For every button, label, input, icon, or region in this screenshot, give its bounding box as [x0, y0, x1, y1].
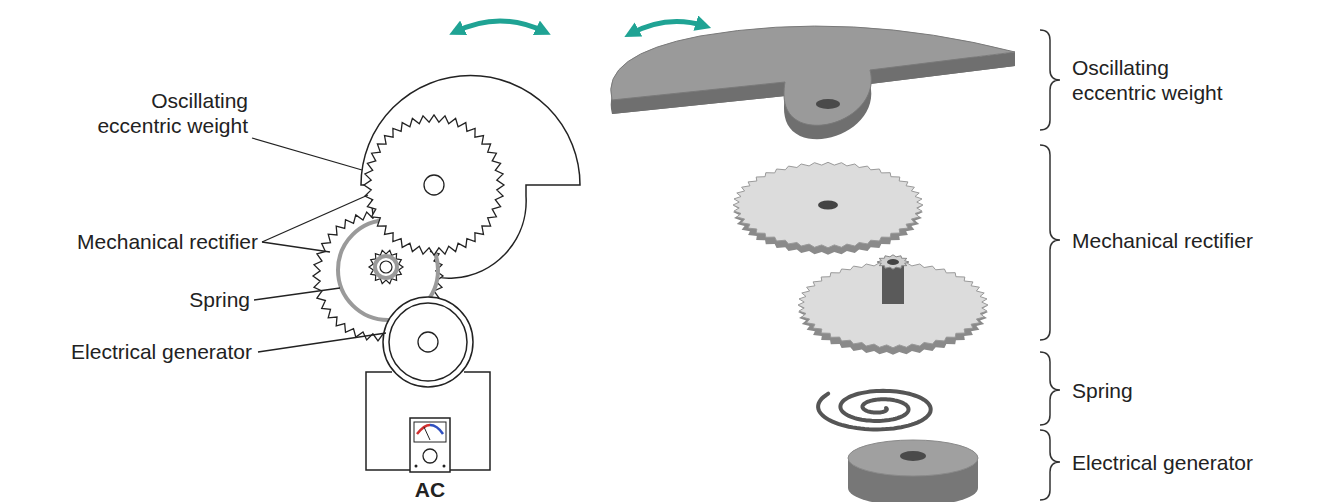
meter-scale: [430, 425, 443, 434]
spring-spiral: [818, 391, 931, 430]
meter-dial: [414, 422, 446, 442]
rectifier-gear: [364, 115, 504, 255]
part-label: Oscillating eccentric weight: [1072, 55, 1237, 105]
rectifier-gear: [798, 262, 988, 348]
weight-pivot: [816, 99, 840, 109]
eccentric-weight: [611, 26, 1015, 125]
pinion-gear: [877, 255, 909, 269]
group-brace: [1040, 430, 1060, 500]
leader-line: [254, 288, 340, 300]
gear-hole: [887, 259, 899, 265]
part-label: Mechanical rectifier: [0, 229, 258, 254]
leader-line: [258, 333, 386, 352]
generator-top: [848, 440, 978, 476]
pinion-gear: [369, 250, 403, 283]
meter-terminal: [443, 465, 446, 468]
group-brace: [1040, 30, 1060, 130]
meter-terminal: [415, 465, 418, 468]
gear-axle: [424, 175, 444, 195]
part-label: Spring: [1072, 378, 1272, 403]
gear-hole: [818, 201, 838, 210]
signal-label: AC: [400, 477, 460, 502]
generator-outline: [383, 297, 473, 387]
rectifier-gear: [733, 162, 923, 248]
part-label: Spring: [100, 287, 250, 312]
leader-line: [262, 242, 330, 252]
group-brace: [1040, 352, 1060, 425]
meter-knob: [423, 449, 437, 463]
generator-rotor: [389, 303, 467, 381]
generator-axle: [418, 332, 438, 352]
generator-axle: [900, 451, 926, 461]
oscillation-arrow: [455, 21, 545, 32]
group-brace: [1040, 145, 1060, 340]
spring-ring: [375, 256, 397, 278]
part-label: Electrical generator: [0, 339, 252, 364]
part-label: Electrical generator: [1072, 450, 1332, 475]
meter-needle: [424, 427, 430, 440]
leader-line: [262, 195, 368, 242]
part-label: Oscillating eccentric weight: [83, 88, 248, 138]
part-label: Mechanical rectifier: [1072, 228, 1332, 253]
meter-scale: [417, 425, 430, 434]
leader-line: [252, 138, 362, 170]
gear-axle: [380, 261, 392, 273]
oscillation-arrow: [630, 22, 705, 35]
meter-body: [410, 418, 450, 472]
